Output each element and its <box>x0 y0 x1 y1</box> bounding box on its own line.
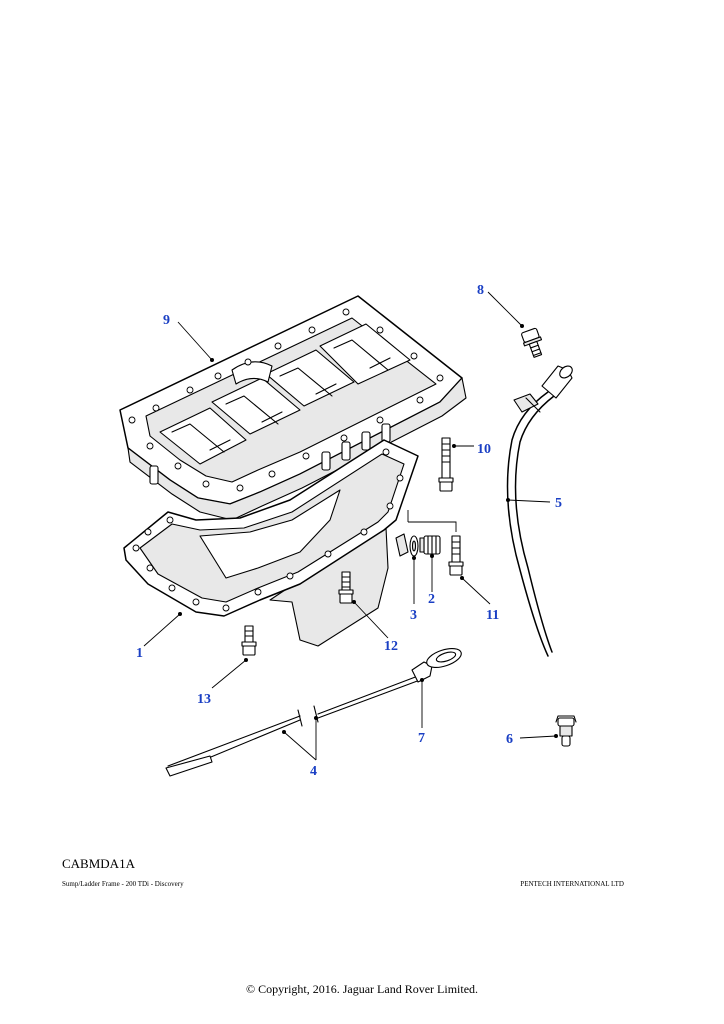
reference-code: CABMDA1A <box>62 856 135 871</box>
part-11-bolt <box>448 535 464 576</box>
callout-numbers: 1 2 3 4 5 6 7 8 9 10 11 12 13 <box>136 283 562 779</box>
part-9-ladder-frame <box>119 295 467 537</box>
part-13-bolt <box>241 625 257 656</box>
part-2-drain-plug <box>419 535 441 555</box>
publisher-caption: PENTECH INTERNATIONAL LTD <box>520 880 624 888</box>
leader-lines <box>143 291 558 761</box>
callout-2: 2 <box>428 592 435 607</box>
frame-bolt-holes <box>128 308 444 492</box>
part-1-sump <box>123 439 419 647</box>
callout-9: 9 <box>163 313 170 328</box>
diagram-caption: Sump/Ladder Frame - 200 TDi - Discovery <box>62 880 184 888</box>
callout-6: 6 <box>506 732 513 747</box>
part-3-washer <box>409 535 419 557</box>
copyright-notice: © Copyright, 2016. Jaguar Land Rover Lim… <box>245 982 479 996</box>
callout-7: 7 <box>418 731 425 746</box>
part-12-bolt <box>338 571 354 604</box>
callout-12: 12 <box>384 639 398 654</box>
part-7-dipstick-handle <box>411 648 462 683</box>
callout-4: 4 <box>310 764 317 779</box>
callout-3: 3 <box>410 608 417 623</box>
part-10-long-bolt <box>438 437 454 492</box>
part-5-dipstick-tube <box>506 365 573 657</box>
callout-8: 8 <box>477 283 484 298</box>
callout-11: 11 <box>486 608 499 623</box>
part-4-dipstick <box>165 675 421 777</box>
callout-1: 1 <box>136 646 143 661</box>
part-8-bolt <box>521 327 543 358</box>
part-6-grommet <box>555 715 577 747</box>
callout-10: 10 <box>477 442 491 457</box>
callout-13: 13 <box>197 692 211 707</box>
callout-5: 5 <box>555 496 562 511</box>
sump-bolt-holes <box>132 448 404 612</box>
